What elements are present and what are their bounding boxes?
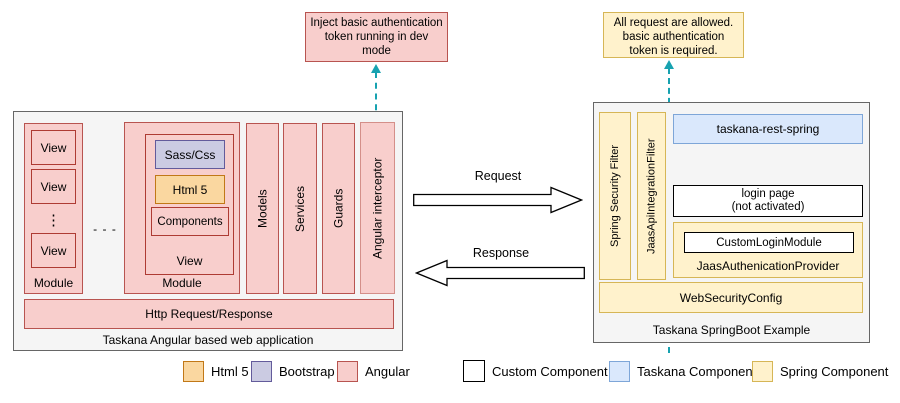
arrowhead-up-right-icon [664,60,674,69]
angular-swatch-icon [337,360,358,382]
web-security-config-box: WebSecurityConfig [599,282,863,313]
request-arrow [413,186,583,214]
response-label: Response [472,246,530,260]
springboot-container: Spring Security Filter JaasApiIntegratio… [593,102,870,343]
taskana-rest-spring-box: taskana-rest-spring [673,114,863,144]
html5-swatch-icon [183,360,204,382]
jaas-api-integration-filter-label: JaasApiIntegrationFilter [645,138,658,254]
module-label: Module [162,276,202,290]
legend-label: Angular [365,363,410,379]
guards-bar: Guards [322,123,355,294]
bootstrap-swatch-icon [251,360,272,382]
legend-item-taskana: Taskana Component [609,360,756,382]
spring-swatch-icon [752,360,773,382]
view-label: View [176,254,203,268]
legend-item-custom: Custom Component [463,360,608,382]
models-label: Models [255,189,270,228]
guards-label: Guards [331,188,346,229]
module-label: Module [33,276,74,290]
services-bar: Services [283,123,317,294]
angular-app-container: View View ⋮ View Module - - - Sass/Css H… [13,111,403,351]
legend-item-angular: Angular [337,360,410,382]
sass-css-box: Sass/Css [155,140,225,169]
legend-label: Taskana Component [637,363,757,379]
angular-module-1: View View ⋮ View Module [24,123,83,294]
jaas-authentication-provider-box: CustomLoginModule JaasAuthenicationProvi… [673,222,863,278]
view-box: View [31,169,76,204]
html5-box: Html 5 [155,175,225,204]
login-page-box: login page (not activated) [673,185,863,217]
custom-login-module-box: CustomLoginModule [684,232,854,253]
view-box: View [31,130,76,165]
legend-label: Custom Component [492,363,608,379]
legend-label: Html 5 [211,363,249,379]
vertical-ellipsis: ⋮ [46,212,61,229]
components-box: Components [151,207,229,236]
jaas-provider-label: JaasAuthenicationProvider [696,259,840,273]
legend-item-spring: Spring Component [752,360,888,382]
view-box: View [31,233,76,268]
legend-item-bootstrap: Bootstrap [251,360,335,382]
dashed-connector-left [375,72,377,121]
spring-security-filter-bar: Spring Security Filter [599,112,631,280]
jaas-api-integration-filter-bar: JaasApiIntegrationFilter [637,112,666,280]
request-label: Request [474,169,522,183]
spring-security-filter-label: Spring Security Filter [609,144,621,248]
models-bar: Models [246,123,279,294]
custom-swatch-icon [463,360,485,382]
response-arrow [415,259,585,287]
legend-item-html5: Html 5 [183,360,249,382]
angular-interceptor-label: Angular interceptor [370,157,385,259]
angular-interceptor-bar: Angular interceptor [360,122,395,294]
http-request-response-box: Http Request/Response [24,299,394,329]
springboot-title: Taskana SpringBoot Example [652,323,811,337]
auth-note: All request are allowed. basic authentic… [603,12,744,58]
legend-label: Spring Component [780,363,889,379]
angular-app-title: Taskana Angular based web application [102,333,314,347]
services-label: Services [293,185,307,232]
modules-separator: - - - [93,222,117,236]
dev-token-note: Inject basic authentication token runnin… [305,12,448,62]
taskana-swatch-icon [609,360,630,382]
angular-module-2: Sass/Css Html 5 Components View Module [124,122,240,294]
view-container: Sass/Css Html 5 Components View [145,134,234,275]
arrowhead-up-left-icon [371,64,381,73]
legend-label: Bootstrap [279,363,335,379]
